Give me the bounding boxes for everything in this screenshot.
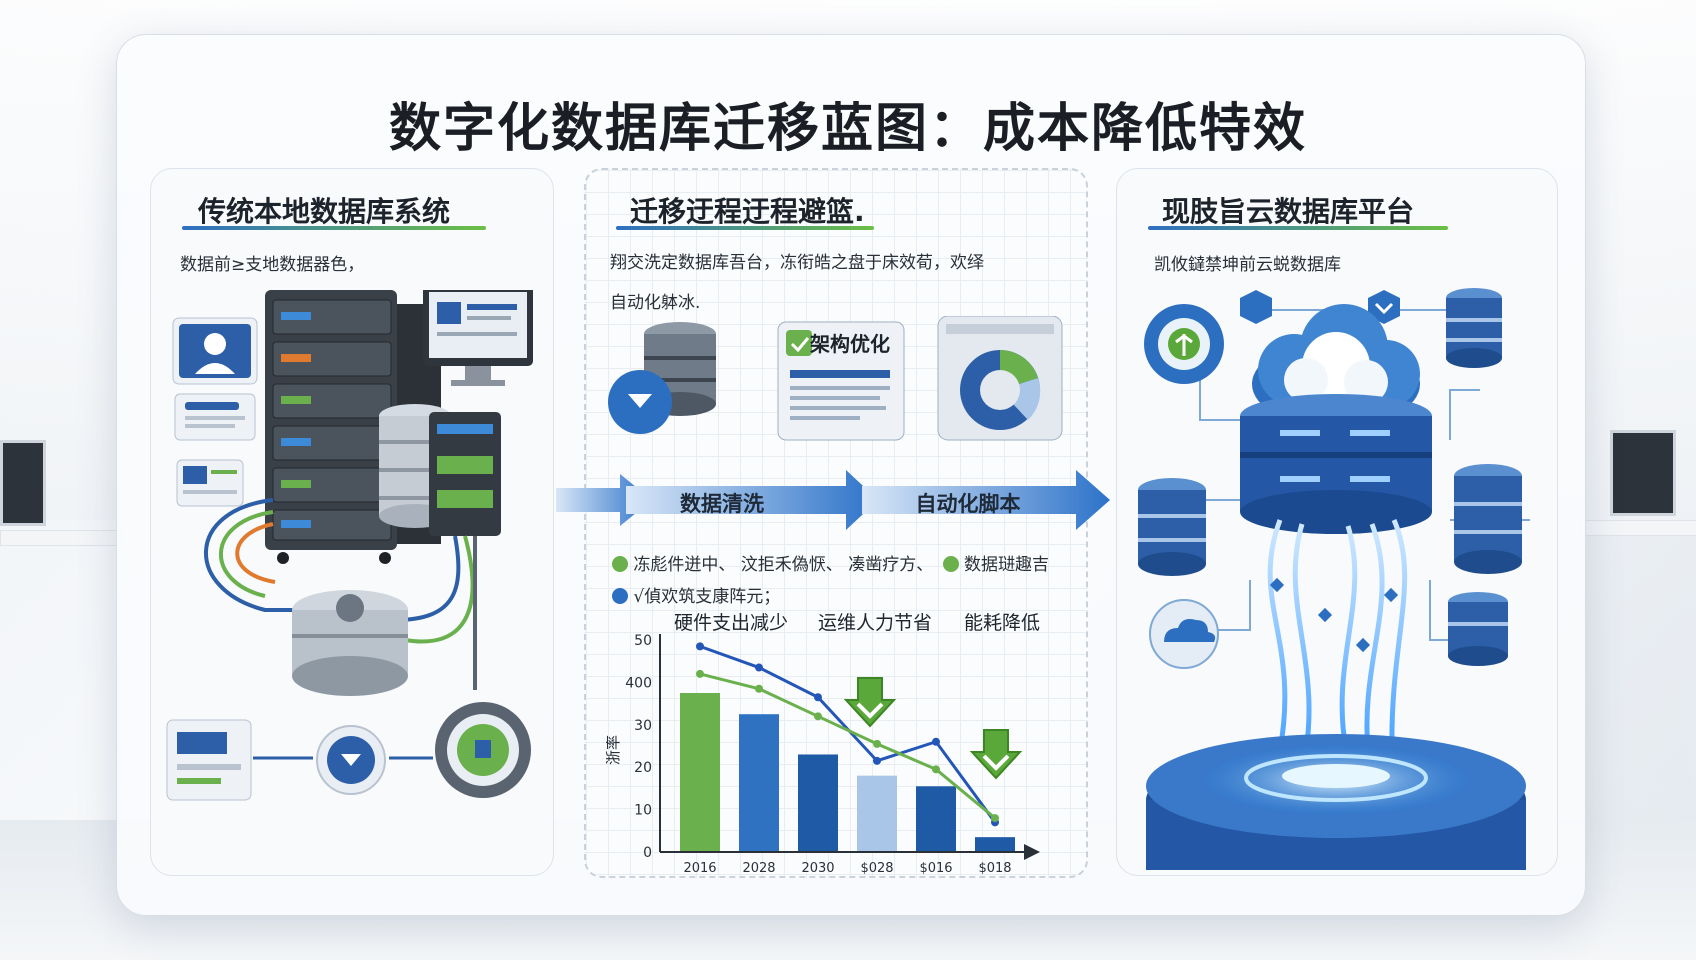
database-icon bbox=[1446, 288, 1502, 368]
legend-energy: 能耗降低 bbox=[964, 612, 1041, 634]
series-line-2 bbox=[699, 672, 996, 820]
data-nodes bbox=[1269, 577, 1399, 653]
arrow-label-automation-script: 自动化脚本 bbox=[915, 492, 1021, 516]
bar-5 bbox=[975, 837, 1015, 852]
series-point bbox=[873, 756, 881, 765]
background-desk bbox=[0, 530, 122, 546]
note-text: 冻彪件迸中、 汶拒禾偽恹、 凑凿疗方、 bbox=[633, 555, 934, 575]
leaf-cloud-icon bbox=[1144, 304, 1224, 384]
note-text: 数据琎趣吉 bbox=[964, 555, 1050, 575]
series-point bbox=[755, 684, 763, 693]
migration-tools-icons bbox=[608, 316, 1063, 441]
architecture-document-icon bbox=[777, 321, 905, 441]
y-tick-label: 0 bbox=[643, 845, 652, 861]
decrease-arrow-icon bbox=[843, 677, 897, 728]
cloud-panel-title: 现肢旨云数据库平台 bbox=[1162, 195, 1415, 228]
series-point bbox=[814, 712, 822, 721]
process-flow-arrows bbox=[556, 470, 1110, 530]
database-icon bbox=[1448, 592, 1508, 666]
legend-hardware: 硬件支出减少 bbox=[674, 612, 789, 634]
network-switch-icon bbox=[429, 412, 501, 536]
chevron-down-icon bbox=[1368, 290, 1400, 324]
check-icon bbox=[612, 556, 628, 572]
series-point bbox=[932, 765, 940, 774]
background-monitor bbox=[1610, 430, 1676, 516]
x-tick-label: 2016 bbox=[683, 861, 716, 876]
series-point bbox=[991, 814, 999, 823]
x-tick-label: $028 bbox=[860, 861, 893, 876]
y-tick-label: 400 bbox=[625, 675, 652, 691]
database-icon bbox=[1454, 464, 1522, 574]
flow-arrow-2 bbox=[626, 470, 878, 530]
series-point bbox=[696, 642, 704, 651]
x-tick-label: 2028 bbox=[742, 861, 775, 876]
document-icon bbox=[174, 393, 256, 441]
x-tick-label: 2030 bbox=[801, 861, 834, 876]
migration-note-line2: √偵欢筑支康阵元； bbox=[612, 582, 780, 607]
legacy-panel-description: 数据前≥支地数据器色， bbox=[180, 255, 365, 275]
bar-4 bbox=[916, 786, 956, 852]
decrease-arrow-icon bbox=[969, 729, 1023, 780]
computer-monitor-icon bbox=[423, 290, 533, 386]
x-tick-label: $016 bbox=[919, 861, 952, 876]
y-axis-label: 浙率 bbox=[606, 735, 622, 765]
data-streams bbox=[1267, 519, 1408, 751]
cloud-panel-description: 凯攸鐽禁坤前云蜕数据库 bbox=[1154, 255, 1341, 275]
platform-base-icon bbox=[1146, 734, 1526, 870]
bar-3 bbox=[857, 775, 897, 852]
note-text: √偵欢筑支康阵元； bbox=[633, 587, 781, 607]
check-icon bbox=[942, 556, 959, 572]
database-icon bbox=[1138, 478, 1206, 576]
pie-analysis-icon bbox=[937, 316, 1063, 441]
cloud-upload-icon bbox=[1149, 599, 1219, 669]
series-point bbox=[696, 669, 704, 678]
y-tick-label: 10 bbox=[634, 803, 652, 819]
cloud-database-illustration bbox=[1138, 288, 1530, 870]
download-icon bbox=[316, 725, 386, 795]
migration-description-line2: 自动化躰冰. bbox=[610, 293, 701, 313]
migration-description-line1: 翔交洗定数据库吾台，冻衔皓之盘于床效荀，欢绎 bbox=[610, 253, 984, 273]
series-point bbox=[814, 693, 822, 702]
background-monitor bbox=[0, 440, 46, 526]
bar-1 bbox=[739, 714, 779, 852]
legacy-panel-title: 传统本地数据库系统 bbox=[198, 195, 451, 228]
bar-0 bbox=[680, 693, 720, 852]
series-point bbox=[873, 739, 881, 748]
id-card-icon bbox=[176, 459, 244, 507]
bar-2 bbox=[798, 754, 838, 852]
title-underline bbox=[182, 226, 486, 230]
y-tick-label: 30 bbox=[634, 718, 652, 734]
migration-note-line1: 冻彪件迸中、 汶拒禾偽恹、 凑凿疗方、 数据琎趣吉 bbox=[612, 550, 1049, 575]
arrow-label-data-cleaning: 数据清洗 bbox=[680, 492, 764, 516]
flow-arrow-3 bbox=[862, 470, 1110, 530]
architecture-card-label: 架构优化 bbox=[810, 332, 890, 356]
x-tick-label: $018 bbox=[978, 861, 1011, 876]
title-underline bbox=[1148, 226, 1448, 230]
cube-icon bbox=[1240, 290, 1272, 324]
info-icon bbox=[612, 588, 628, 604]
settings-panel-icon bbox=[166, 719, 252, 801]
page-title: 数字化数据库迁移蓝图：成本降低特效 bbox=[388, 99, 1307, 159]
y-tick-label: 50 bbox=[634, 633, 652, 649]
legacy-server-illustration bbox=[166, 290, 533, 801]
user-profile-icon bbox=[172, 317, 258, 385]
legend-ops-labor: 运维人力节省 bbox=[818, 612, 933, 634]
cloud-server-icon bbox=[1240, 394, 1432, 534]
title-underline bbox=[616, 226, 874, 230]
storage-disk-icon bbox=[292, 590, 408, 696]
series-point bbox=[755, 663, 763, 672]
migration-panel-title: 迁移迂程迂程避篮. bbox=[630, 195, 865, 228]
background-desk bbox=[1580, 520, 1696, 536]
series-point bbox=[932, 737, 940, 746]
gear-icon bbox=[435, 702, 531, 798]
y-tick-label: 20 bbox=[634, 760, 652, 776]
database-transfer-icon bbox=[608, 322, 716, 434]
